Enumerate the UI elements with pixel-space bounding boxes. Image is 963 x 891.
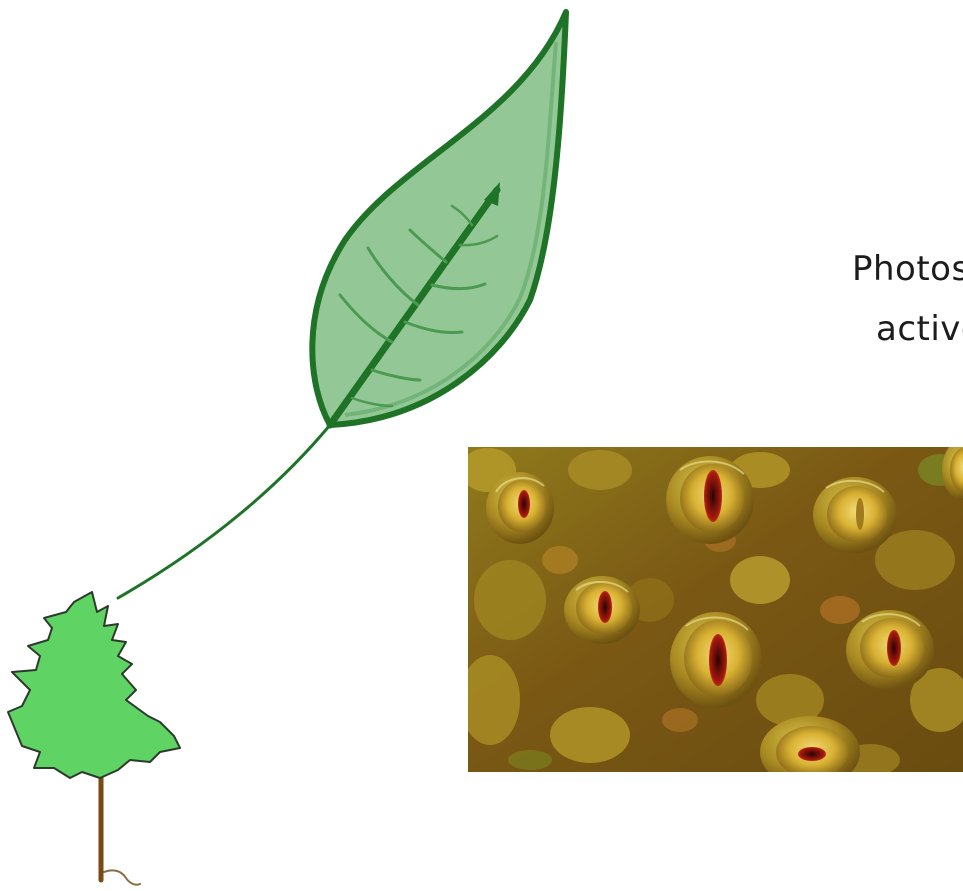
tree-icon xyxy=(8,592,180,885)
stomata-micrograph xyxy=(460,440,963,788)
caption-line-2: active xyxy=(876,309,963,349)
caption-line-1: Photos xyxy=(852,249,963,289)
leaf-icon xyxy=(312,12,566,425)
leaf-stem-connector xyxy=(118,425,330,598)
